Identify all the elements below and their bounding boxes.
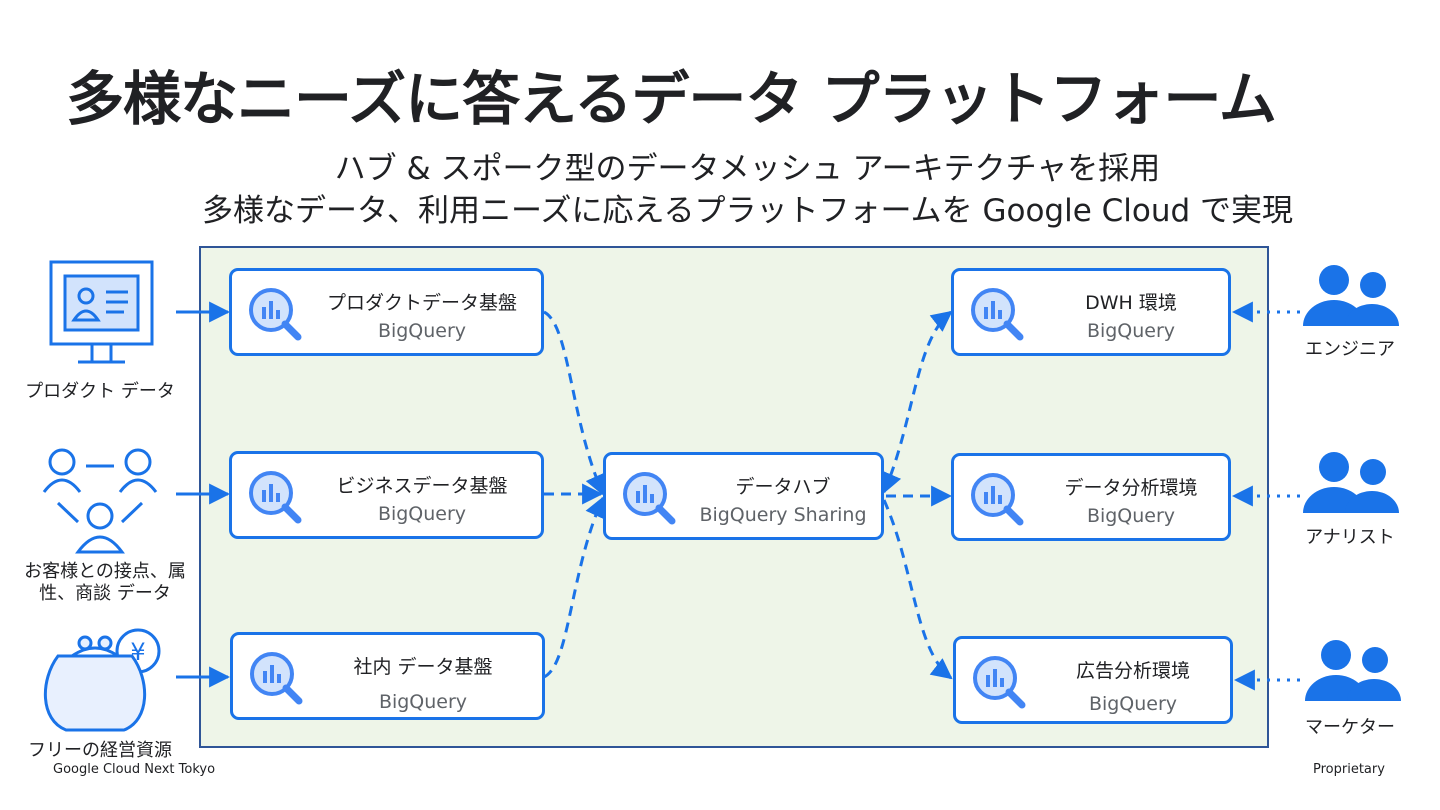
spoke-ads: 広告分析環境 BigQuery	[953, 636, 1233, 724]
hub-node: データハブ BigQuery Sharing	[603, 452, 884, 540]
spoke-title: 社内 データ基盤	[353, 656, 493, 678]
arrow-hub-to-ads	[882, 499, 953, 680]
spoke-title: 広告分析環境	[1075, 660, 1190, 682]
spoke-service: BigQuery	[1086, 505, 1176, 527]
users-icon	[1303, 452, 1399, 513]
hub-service: BigQuery Sharing	[699, 504, 867, 526]
spoke-title: データ分析環境	[1064, 477, 1198, 499]
source-label-product: プロダクト データ	[25, 381, 175, 402]
spoke-internal: 社内 データ基盤 BigQuery	[230, 632, 545, 720]
spoke-title: ビジネスデータ基盤	[336, 475, 508, 497]
user-label-engineer: エンジニア	[1305, 339, 1395, 360]
subtitle-line-1: ハブ & スポーク型のデータメッシュ アーキテクチャを採用	[334, 151, 1161, 187]
user-label-marketer: マーケター	[1305, 717, 1395, 738]
spoke-title: DWH 環境	[1085, 292, 1177, 314]
footer-proprietary: Proprietary	[1313, 762, 1385, 777]
users-icon	[1303, 265, 1399, 326]
arrow-product-to-hub	[543, 310, 605, 496]
spoke-service: BigQuery	[377, 320, 467, 342]
source-label-resources: フリーの経営資源	[28, 740, 172, 761]
people-network-icon	[42, 448, 158, 554]
spoke-business: ビジネスデータ基盤 BigQuery	[229, 451, 544, 539]
arrow-internal-to-hub	[543, 496, 605, 679]
spoke-title: プロダクトデータ基盤	[326, 292, 517, 314]
spoke-analysis: データ分析環境 BigQuery	[951, 453, 1231, 541]
subtitle-line-2: 多様なデータ、利用ニーズに応えるプラットフォームを Google Cloud で…	[201, 193, 1294, 229]
spoke-dwh: DWH 環境 BigQuery	[951, 268, 1231, 356]
spoke-product: プロダクトデータ基盤 BigQuery	[229, 268, 544, 356]
arrow-hub-to-dwh	[881, 310, 953, 494]
spoke-service: BigQuery	[1086, 320, 1176, 342]
spoke-service: BigQuery	[378, 691, 468, 713]
monitor-profile-icon	[49, 260, 154, 364]
source-label-business: お客様との接点、属 性、商談 データ	[24, 561, 186, 604]
users-icon	[1305, 640, 1401, 701]
spoke-service: BigQuery	[1088, 693, 1178, 715]
coin-purse-yen-icon: ¥	[44, 628, 161, 732]
footer-event: Google Cloud Next Tokyo	[53, 762, 216, 777]
user-label-analyst: アナリスト	[1305, 527, 1395, 548]
hub-title: データハブ	[735, 476, 831, 498]
page-title: 多様なニーズに答えるデータ プラットフォーム	[66, 65, 1277, 133]
spoke-service: BigQuery	[377, 503, 467, 525]
